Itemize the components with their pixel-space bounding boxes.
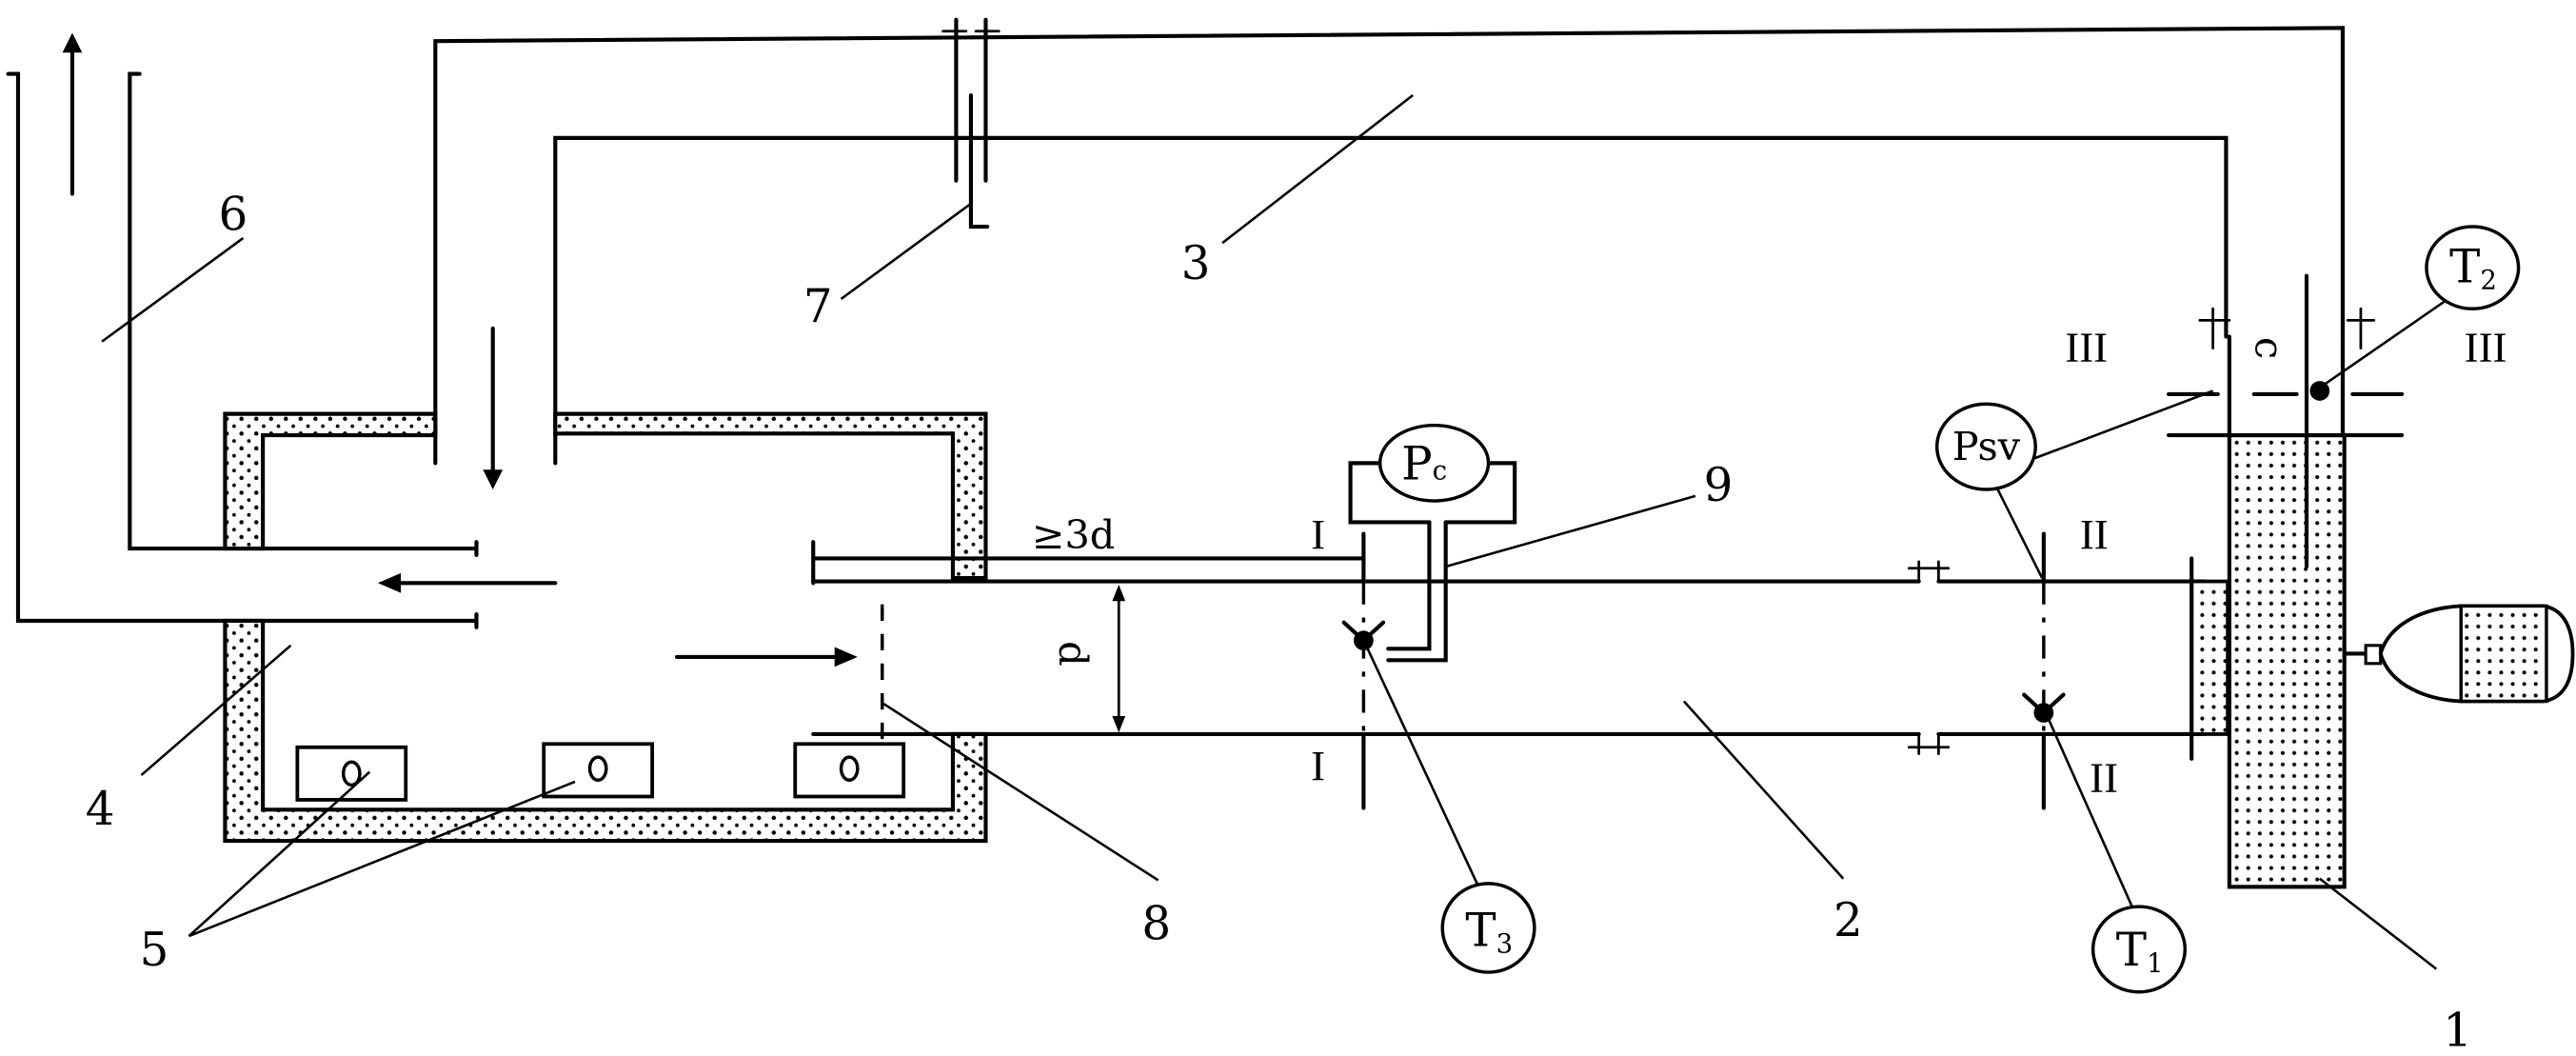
duct-outer-wall <box>433 26 2346 466</box>
label-fan: 1 <box>2443 1005 2472 1056</box>
t2-probe <box>2309 381 2330 401</box>
stack-inner-wall <box>128 71 479 551</box>
pc-label: Pc <box>1401 438 1447 491</box>
t2-gauge: T2 <box>2425 225 2521 310</box>
label-furnace-chamber: 4 <box>86 783 115 836</box>
insulation-bottom <box>223 618 988 844</box>
fan-inlet-flange <box>2190 579 2230 736</box>
recirculation-duct <box>433 26 2346 489</box>
measuring-duct <box>811 531 2230 810</box>
duct-inner-wall <box>553 135 2229 466</box>
label-exhaust-stack: 6 <box>219 188 248 241</box>
damper <box>941 17 1001 229</box>
label-pressure-tube: 9 <box>1704 459 1734 512</box>
section-3-left-label: III <box>2065 323 2108 370</box>
t3-probe <box>1341 620 1386 650</box>
section-3-right-label: III <box>2465 323 2507 370</box>
label-recirculation-duct: 3 <box>1181 237 1211 290</box>
section-2-bottom-label: II <box>2090 753 2118 801</box>
section-labels: I I II II III III <box>1311 323 2507 801</box>
fan-flange-marks <box>2198 307 2376 350</box>
t1-label: T1 <box>2116 924 2164 979</box>
diameter-dimension <box>1112 585 1126 733</box>
flange-joint <box>1907 560 1951 756</box>
fan-housing <box>2227 432 2347 889</box>
flow-right-arrow <box>674 647 858 667</box>
label-measuring-duct: 2 <box>1833 894 1863 947</box>
section-1-bottom-label: I <box>1311 742 1325 789</box>
psv-gauge: Psv <box>1934 402 2037 491</box>
t1-probe <box>2022 692 2066 723</box>
exhaust-up-arrow <box>62 32 83 196</box>
inlet-down-arrow <box>483 326 504 489</box>
exhaust-stack <box>6 32 558 629</box>
fan <box>2166 273 2405 889</box>
furnace-chamber <box>223 411 988 844</box>
motor-winding <box>2459 604 2548 704</box>
section-1-top-label: I <box>1311 510 1325 558</box>
leader-lines <box>101 94 2459 970</box>
psv-label: Psv <box>1952 424 2021 469</box>
exhaust-left-arrow <box>377 572 558 593</box>
reference-labels: 6 7 3 9 4 5 8 2 1 <box>86 188 2472 1056</box>
section-2-top-label: II <box>2080 510 2109 558</box>
label-grid: 8 <box>1141 898 1171 951</box>
insulation-top-right <box>553 411 988 581</box>
burner-nozzle-icon <box>839 755 860 782</box>
burner <box>793 742 906 799</box>
t2-label: T2 <box>2449 241 2497 296</box>
burner-nozzle-icon <box>341 760 362 787</box>
label-burners: 5 <box>140 924 169 977</box>
t3-label: T3 <box>1465 904 1513 959</box>
burner <box>542 742 655 799</box>
burner <box>295 745 408 802</box>
motor <box>2342 604 2575 704</box>
t1-gauge: T1 <box>2091 905 2187 994</box>
fan-gap-label: c <box>2246 337 2291 359</box>
burner-nozzle-icon <box>587 755 608 782</box>
insulation-top-left <box>223 411 438 551</box>
pc-gauge: Pc <box>1377 423 1491 503</box>
pressure-tube <box>1348 461 1517 663</box>
t3-gauge: T3 <box>1440 882 1536 974</box>
diameter-label: d <box>1050 641 1096 666</box>
label-damper: 7 <box>803 280 833 333</box>
dimension-labels: ≥3d d c <box>1032 337 2292 667</box>
min-length-label: ≥3d <box>1032 512 1116 558</box>
